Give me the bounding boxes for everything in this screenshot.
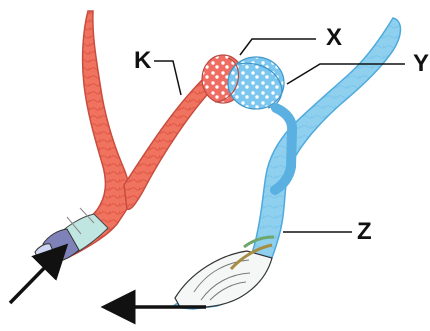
label-k: K [134,47,152,74]
k-leader-line [154,61,181,95]
capillary-bed [202,55,284,109]
label-z: Z [357,218,372,245]
vein [172,18,400,309]
label-y: Y [413,50,429,77]
x-leader-line [240,39,316,55]
label-x: X [326,24,342,51]
artery-flow-arrow [10,256,56,303]
artery [35,11,219,264]
